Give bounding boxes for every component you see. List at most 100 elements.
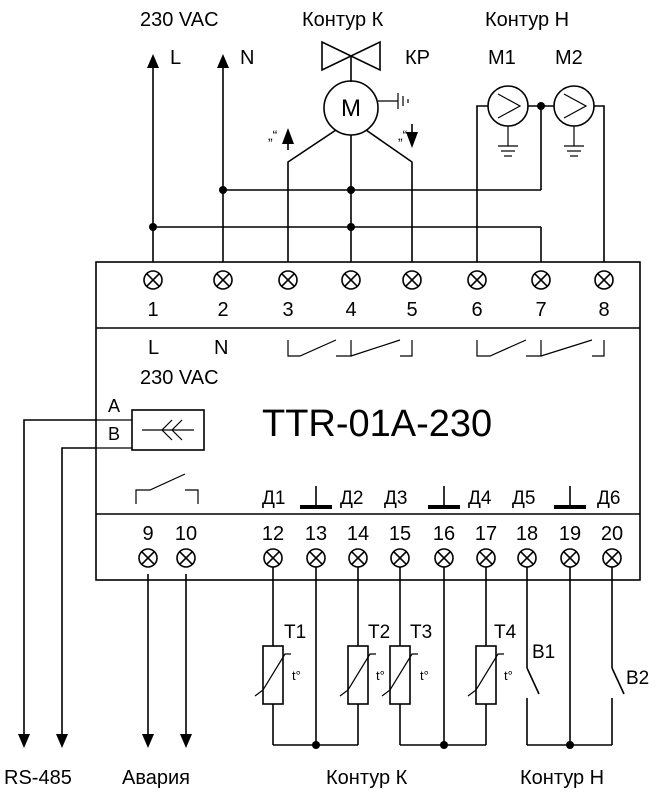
- terminal-4-icon: [341, 270, 361, 290]
- common-ground-icon: [554, 486, 586, 509]
- rs485-bottom-label: RS-485: [4, 767, 72, 789]
- terminal-2-number: 2: [217, 299, 228, 321]
- alarm-relay-contact: [135, 473, 199, 504]
- terminal-13-number: 13: [305, 523, 327, 545]
- rs485-a-label: A: [108, 396, 120, 416]
- terminal-12-number: 12: [262, 523, 284, 545]
- terminal-5-icon: [402, 270, 422, 290]
- sensor-t4-temp: t°: [504, 668, 513, 683]
- ground-icon: [564, 126, 584, 157]
- arrow-down-icon: [406, 132, 418, 148]
- terminal-18-number: 18: [516, 523, 538, 545]
- terminal-6-icon: [467, 270, 487, 290]
- line-L-label: L: [170, 47, 181, 69]
- terminal-17-number: 17: [475, 523, 497, 545]
- arrow-down-icon: [18, 734, 30, 748]
- rs485-b-wire: [61, 447, 96, 740]
- sensor-t4-label: T4: [494, 622, 517, 643]
- valve-close-quote: „“: [398, 127, 408, 143]
- arrow-down-icon: [180, 734, 192, 748]
- terminal-9-number: 9: [142, 523, 153, 545]
- sensor-t3-label: T3: [410, 622, 432, 643]
- terminal-5-number: 5: [406, 299, 417, 321]
- terminal-12-icon: [263, 548, 283, 568]
- input-d4-label: Д4: [468, 488, 492, 509]
- line-N-label: N: [240, 47, 254, 69]
- terminal-7-icon: [531, 270, 551, 290]
- motor-wire-5: [365, 129, 413, 262]
- terminal-14-number: 14: [347, 523, 369, 545]
- terminal-2-icon: [213, 270, 233, 290]
- circuit-k-bottom-label: Контур К: [326, 767, 408, 789]
- ground-icon: [378, 93, 409, 109]
- device-supply-label: 230 VAC: [140, 367, 219, 389]
- sensor-t2-temp: t°: [376, 668, 385, 683]
- temperature-sensors: [254, 567, 625, 749]
- arrow-up-icon: [217, 54, 229, 68]
- device-L-label: L: [148, 337, 159, 359]
- terminal-15-icon: [390, 548, 410, 568]
- pump-2-wire: [594, 105, 605, 262]
- rs485-signal-icon: [142, 419, 194, 441]
- device-model-title: TTR-01A-230: [262, 403, 492, 445]
- circuit-h-top-label: Контур Н: [485, 9, 569, 31]
- terminal-6-number: 6: [471, 299, 482, 321]
- terminal-7-number: 7: [535, 299, 546, 321]
- terminal-1-icon: [143, 270, 163, 290]
- arrow-up-icon: [282, 128, 294, 144]
- terminal-8-icon: [594, 270, 614, 290]
- circuit-h-bottom-label: Контур Н: [520, 767, 604, 789]
- valve-open-quote: „“: [268, 127, 278, 143]
- pump-2-label: M2: [555, 47, 583, 69]
- arrow-down-icon: [142, 734, 154, 748]
- pump-1-icon: [487, 85, 529, 127]
- thermistor-icon: [339, 645, 376, 705]
- terminal-17-icon: [476, 548, 496, 568]
- terminal-16-icon: [434, 548, 454, 568]
- terminal-8-number: 8: [598, 299, 609, 321]
- thermistor-icon: [381, 645, 418, 705]
- terminal-19-number: 19: [559, 523, 581, 545]
- thermistor-icon: [467, 645, 504, 705]
- sensor-t2-label: T2: [368, 622, 390, 643]
- pump-2-icon: [553, 85, 595, 127]
- terminal-10-number: 10: [175, 523, 197, 545]
- input-d5-label: Д5: [512, 488, 535, 509]
- thermistor-icon: [254, 645, 291, 705]
- sensor-t3-temp: t°: [420, 668, 429, 683]
- motor-label: M: [341, 95, 361, 122]
- terminal-3-icon: [278, 270, 298, 290]
- rs485-interface-icon: [131, 409, 205, 451]
- terminal-16-number: 16: [433, 523, 455, 545]
- input-d3-label: Д3: [384, 488, 407, 509]
- input-d6-label: Д6: [597, 488, 620, 509]
- switch-b1-label: B1: [532, 642, 555, 663]
- rs485-a-wire: [23, 419, 96, 740]
- terminal-13-icon: [306, 548, 326, 568]
- input-d2-label: Д2: [340, 488, 363, 509]
- terminal-18-icon: [517, 548, 537, 568]
- terminal-10-icon: [176, 548, 196, 568]
- rs485-b-label: B: [108, 424, 120, 444]
- terminal-14-icon: [348, 548, 368, 568]
- common-ground-icon: [428, 486, 460, 509]
- terminal-20-icon: [602, 548, 622, 568]
- sensor-t1-temp: t°: [292, 668, 301, 683]
- terminal-15-number: 15: [389, 523, 411, 545]
- sensor-t1-label: T1: [284, 622, 306, 643]
- valve-icon: [321, 40, 381, 82]
- pump-1-wire: [476, 105, 488, 262]
- terminal-3-number: 3: [282, 299, 293, 321]
- bottom-terminal-strip: 9 10 12 13 14 15 16 17 18 19 20: [138, 523, 623, 568]
- circuit-k-top-label: Контур К: [302, 9, 384, 31]
- terminal-20-number: 20: [601, 523, 623, 545]
- terminal-4-number: 4: [345, 299, 356, 321]
- ground-icon: [498, 126, 518, 157]
- terminal-19-icon: [560, 548, 580, 568]
- supply-label: 230 VAC: [140, 9, 219, 31]
- switch-contacts: [526, 567, 625, 749]
- arrow-up-icon: [147, 54, 159, 68]
- inputs-row: Д1 Д2 Д3 Д4 Д5 Д6: [262, 486, 620, 509]
- valve-label: КР: [405, 47, 430, 69]
